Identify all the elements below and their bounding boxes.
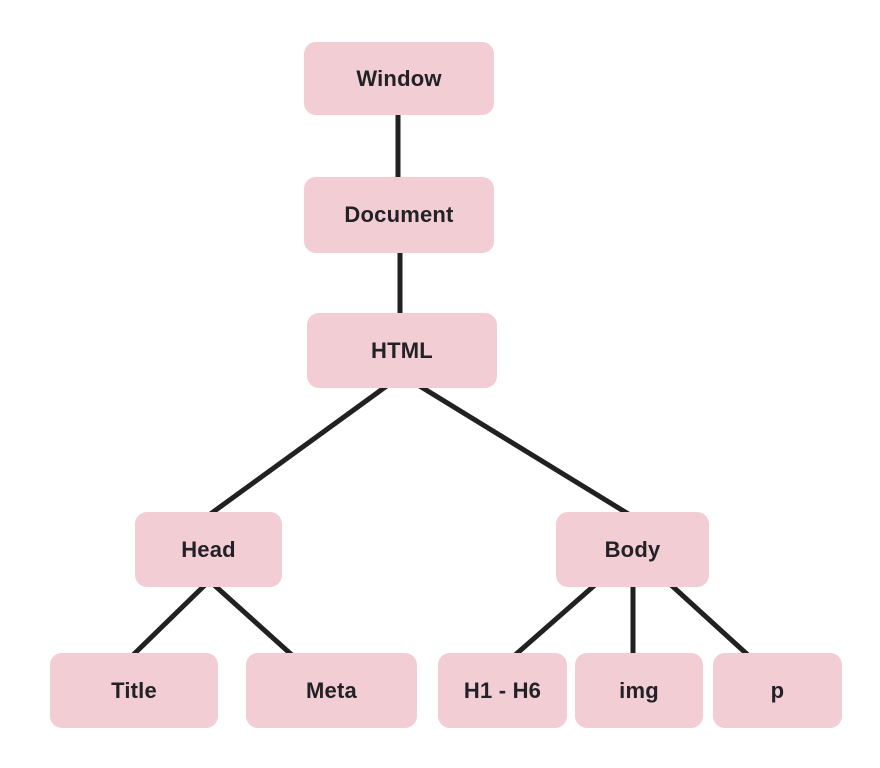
node-img-label: img <box>619 677 659 703</box>
node-document: Document <box>304 177 494 253</box>
node-img: img <box>575 653 703 728</box>
node-window-label: Window <box>356 65 442 91</box>
node-html-label: HTML <box>371 337 433 363</box>
node-head-label: Head <box>181 536 236 562</box>
node-p-label: p <box>770 677 785 703</box>
edge-body-h1h6 <box>512 582 598 658</box>
node-html: HTML <box>307 313 497 388</box>
node-title: Title <box>50 653 218 728</box>
node-meta: Meta <box>246 653 417 728</box>
node-h1-h6: H1 - H6 <box>438 653 567 728</box>
node-title-label: Title <box>111 677 157 703</box>
edge-html-head <box>207 382 390 518</box>
node-p: p <box>713 653 842 728</box>
node-head: Head <box>135 512 282 587</box>
node-body-label: Body <box>604 536 661 562</box>
node-h1-h6-label: H1 - H6 <box>463 677 542 703</box>
node-meta-label: Meta <box>306 677 357 703</box>
edge-html-body <box>416 382 632 518</box>
node-body: Body <box>556 512 709 587</box>
node-document-label: Document <box>344 202 454 227</box>
edge-head-meta <box>211 582 295 658</box>
edge-head-title <box>130 582 208 658</box>
node-window: Window <box>304 42 494 115</box>
edge-body-p <box>668 582 751 658</box>
